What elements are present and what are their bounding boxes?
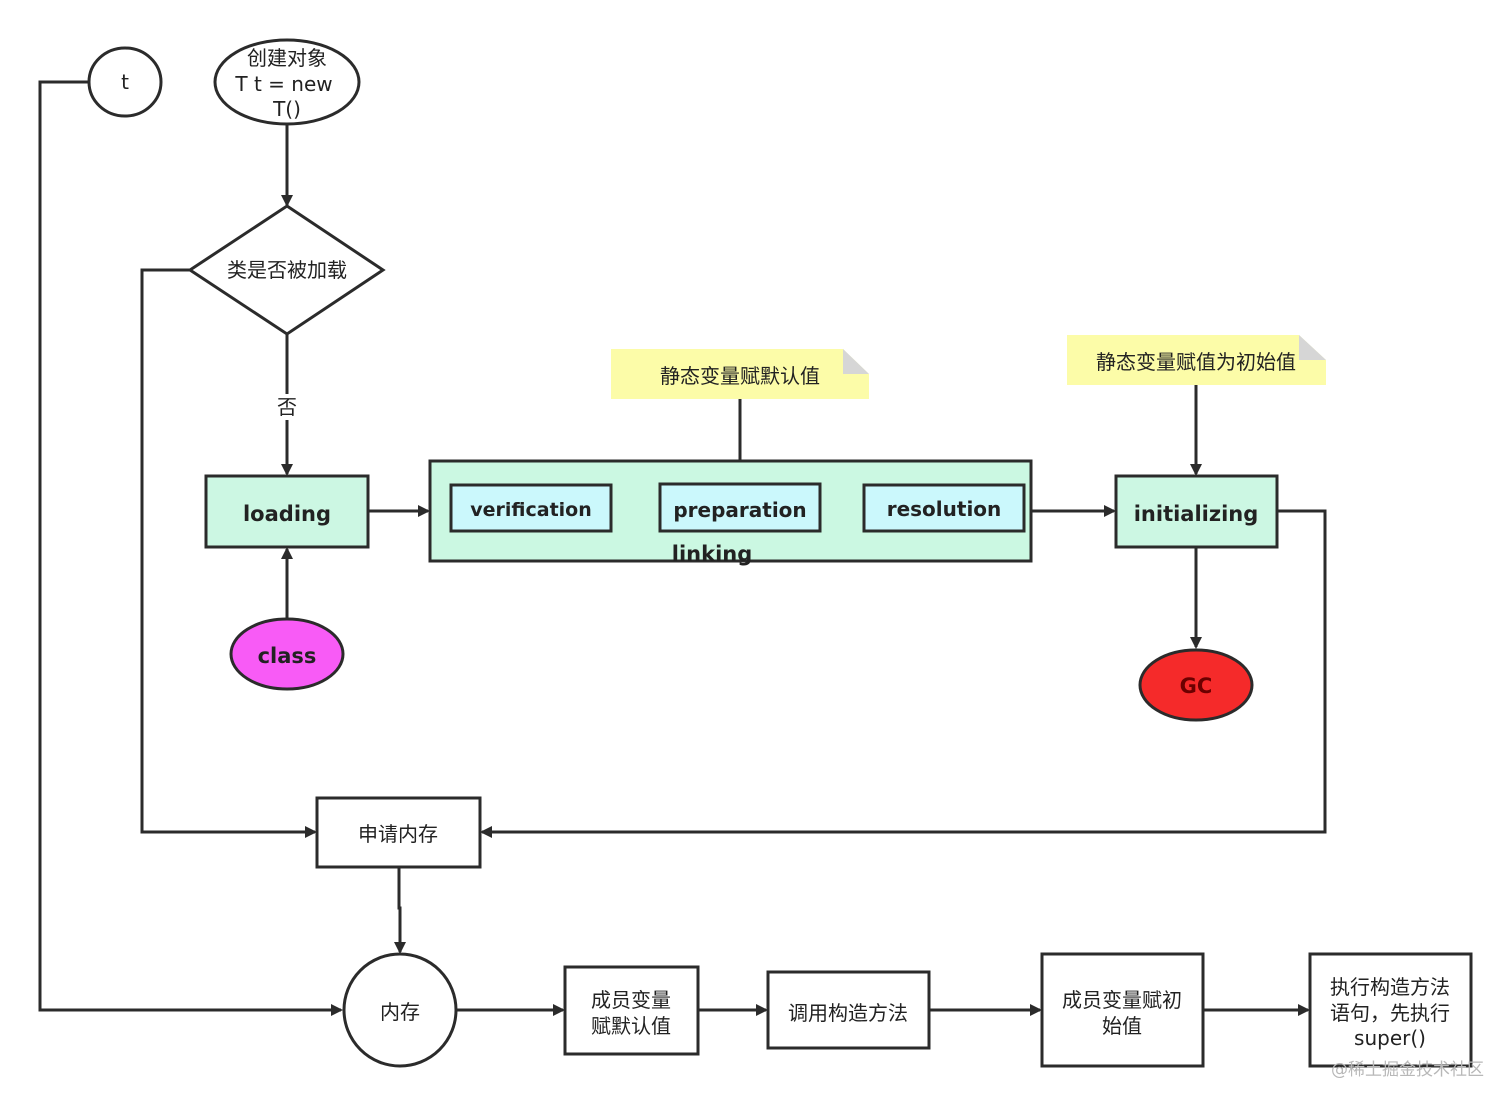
node-resolution-label: resolution [887, 497, 1002, 521]
node-memory-label: 内存 [380, 1000, 420, 1024]
node-verification: verification [449, 483, 613, 533]
edge-apply-memory-to-memory [394, 868, 406, 954]
node-member-default-line-2: 赋默认值 [591, 1014, 671, 1038]
node-loading: loading [204, 474, 370, 549]
node-member-default: 成员变量 赋默认值 [563, 965, 700, 1056]
node-t: t [87, 46, 163, 118]
node-gc: GC [1138, 648, 1254, 722]
node-class-label: class [258, 644, 317, 668]
edge-label-no: 否 [277, 395, 297, 419]
edges [38, 80, 1327, 1016]
note-static-default-label: 静态变量赋默认值 [660, 364, 820, 388]
node-member-initial-line-2: 始值 [1102, 1014, 1142, 1038]
node-preparation-label: preparation [673, 498, 806, 522]
note-static-default: 静态变量赋默认值 [611, 349, 869, 399]
watermark: @稀土掘金技术社区 [1331, 1060, 1484, 1080]
node-t-label: t [121, 70, 129, 94]
node-linking-label: linking [672, 542, 753, 566]
node-is-class-loaded-label: 类是否被加载 [227, 258, 347, 282]
node-create-object: 创建对象 T t = new T() [213, 38, 361, 126]
node-preparation: preparation [658, 482, 822, 533]
edge-decision-to-apply-memory [140, 268, 317, 838]
node-create-object-line-2: T t = new [234, 72, 332, 96]
edge-t-to-memory [38, 80, 343, 1016]
edge-initializing-to-apply-memory [480, 509, 1327, 838]
node-is-class-loaded: 类是否被加载 [187, 204, 386, 336]
note-static-initial-label: 静态变量赋值为初始值 [1096, 350, 1296, 374]
node-member-default-line-1: 成员变量 [591, 988, 671, 1012]
node-call-constructor-label: 调用构造方法 [788, 1001, 908, 1025]
node-execute-constructor: 执行构造方法 语句，先执行 super() [1308, 952, 1473, 1068]
node-execute-constructor-line-2: 语句，先执行 [1330, 1001, 1450, 1025]
node-verification-label: verification [470, 499, 592, 521]
node-loading-label: loading [243, 502, 331, 526]
node-call-constructor: 调用构造方法 [766, 970, 931, 1050]
node-initializing: initializing [1114, 474, 1279, 549]
node-execute-constructor-line-1: 执行构造方法 [1330, 975, 1450, 999]
node-create-object-line-3: T() [272, 97, 301, 121]
node-apply-memory-label: 申请内存 [358, 822, 438, 846]
node-class: class [229, 617, 345, 691]
node-member-initial: 成员变量赋初 始值 [1040, 952, 1205, 1068]
node-create-object-line-1: 创建对象 [247, 46, 327, 70]
node-initializing-label: initializing [1134, 502, 1259, 526]
node-execute-constructor-line-3: super() [1354, 1026, 1426, 1050]
node-memory: 内存 [342, 952, 458, 1068]
node-gc-label: GC [1180, 674, 1213, 698]
node-resolution: resolution [862, 483, 1026, 533]
node-member-initial-line-1: 成员变量赋初 [1062, 988, 1182, 1012]
node-apply-memory: 申请内存 [315, 796, 482, 869]
note-static-initial: 静态变量赋值为初始值 [1067, 335, 1326, 385]
